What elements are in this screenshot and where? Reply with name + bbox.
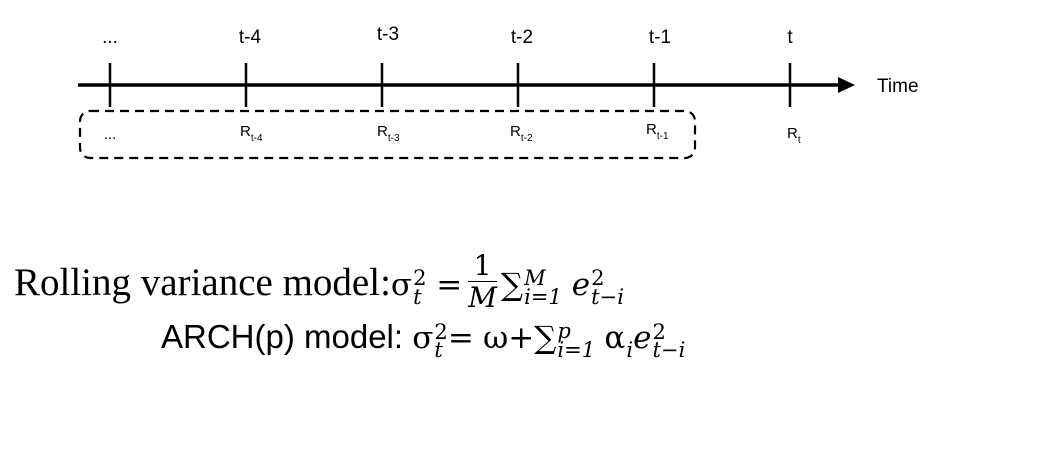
rolling-equals: = xyxy=(436,266,463,303)
time-axis-label: Time xyxy=(877,76,919,97)
return-label-ellipsis: ... xyxy=(104,126,117,143)
return-label-r-t-2: Rt-2 xyxy=(510,123,533,144)
arch-equals: = xyxy=(447,320,474,356)
top-label-t-1: t-1 xyxy=(649,27,671,48)
rolling-window-box xyxy=(78,109,697,160)
arch-alpha: α i xyxy=(604,320,634,363)
arch-plus: + xyxy=(508,320,535,356)
return-label-r-t-3: Rt-3 xyxy=(377,123,400,144)
return-label-r-t-4: Rt-4 xyxy=(240,123,263,144)
arch-omega: ω xyxy=(482,320,509,356)
top-label-t-2: t-2 xyxy=(511,27,533,48)
top-label-ellipsis: ... xyxy=(102,27,118,48)
rolling-variance-label: Rolling variance model: xyxy=(14,260,391,304)
arch-model-label: ARCH(p) model: xyxy=(161,318,404,355)
return-label-r-t-1: Rt-1 xyxy=(646,121,669,142)
time-axis-arrowhead xyxy=(838,77,855,93)
top-label-t-4: t-4 xyxy=(239,27,262,48)
top-label-t: t xyxy=(787,27,793,48)
top-label-t-3: t-3 xyxy=(377,24,399,45)
return-label-r-t: Rt xyxy=(787,125,801,146)
